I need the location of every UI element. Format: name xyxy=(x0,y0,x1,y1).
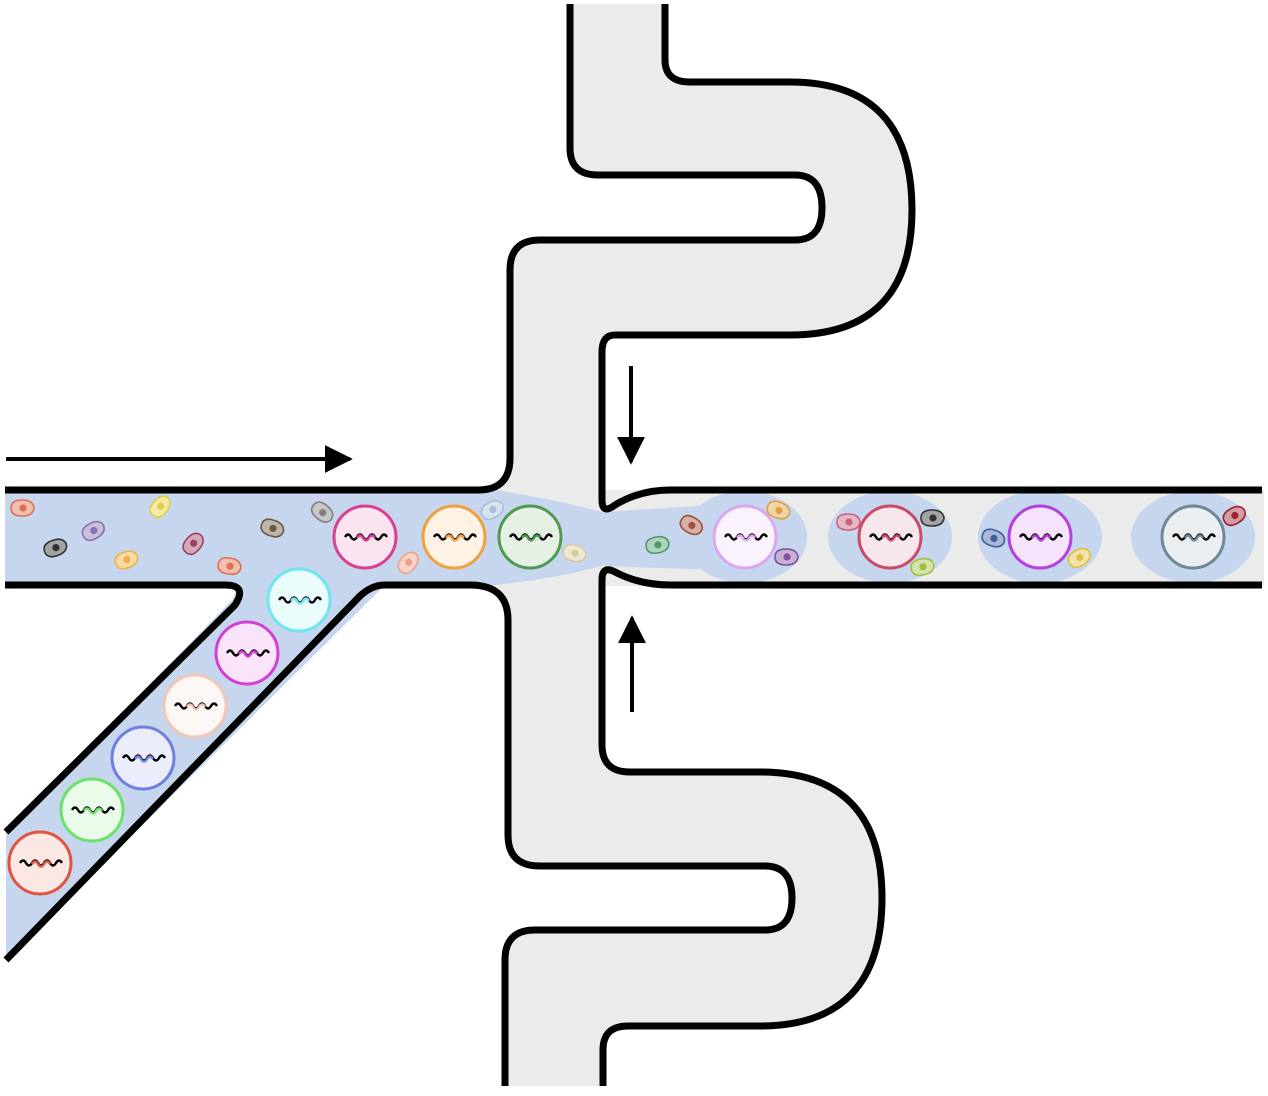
beads-layer xyxy=(7,504,1226,896)
cell-21 xyxy=(1067,547,1091,569)
inlet-bead-4-shell xyxy=(162,673,228,739)
droplet-bead-4-barcode-color xyxy=(1183,534,1205,542)
inlet-bead-1-barcode-color xyxy=(30,860,52,868)
inlet-bead-2 xyxy=(59,777,125,843)
cell-6-nucleus xyxy=(190,539,198,547)
cell-16 xyxy=(774,548,799,566)
junction-bead-1-shell xyxy=(332,504,398,570)
wall-oil-bottom-right xyxy=(598,566,1262,1086)
cell-17 xyxy=(836,513,861,531)
cell-19-nucleus xyxy=(919,563,927,571)
droplet-bead-2-barcode-color xyxy=(880,534,902,542)
cell-4 xyxy=(149,495,171,519)
droplet-bead-3-barcode-color xyxy=(1030,534,1052,542)
cell-13 xyxy=(645,535,670,555)
droplet-bead-1 xyxy=(712,504,778,570)
cell-10-nucleus xyxy=(405,558,413,566)
wall-inlet-top xyxy=(5,4,826,494)
cell-18-nucleus xyxy=(929,514,937,522)
inlet-bead-1 xyxy=(7,830,73,896)
cell-1-nucleus xyxy=(19,504,27,512)
cell-21-nucleus xyxy=(1076,553,1084,562)
cell-5 xyxy=(114,550,139,570)
junction-bead-2-shell xyxy=(421,504,487,570)
oil-channel-bottom xyxy=(465,565,882,1086)
oil-channel-top xyxy=(480,4,912,510)
channel-walls xyxy=(3,4,1262,1086)
cell-6 xyxy=(182,532,204,556)
cell-1 xyxy=(10,499,35,517)
cell-3 xyxy=(81,520,105,542)
droplet-bead-4-shell xyxy=(1160,504,1226,570)
inlet-bead-5 xyxy=(214,620,280,686)
inlet-bead-2-barcode-color xyxy=(82,807,104,815)
cell-15 xyxy=(766,500,791,520)
cell-19 xyxy=(910,557,935,577)
cell-22 xyxy=(1222,505,1246,527)
inlet-bead-5-barcode-color xyxy=(237,650,259,658)
cell-14-nucleus xyxy=(688,521,696,530)
cell-2 xyxy=(43,538,68,558)
inlet-bead-3 xyxy=(110,725,176,791)
inlet-bead-6-shell xyxy=(266,567,332,633)
junction-bead-3-barcode-color xyxy=(520,534,542,542)
wall-oil-top-right xyxy=(598,4,1262,513)
cell-5-nucleus xyxy=(123,556,131,564)
cell-7-nucleus xyxy=(226,562,234,570)
junction-bead-3 xyxy=(497,504,563,570)
inlet-bead-4 xyxy=(162,673,228,739)
cell-20 xyxy=(981,528,1006,548)
junction-bead-2 xyxy=(421,504,487,570)
junction-bead-1-barcode-color xyxy=(355,534,377,542)
cell-2-nucleus xyxy=(52,544,60,552)
cell-11 xyxy=(480,499,504,521)
cell-15-nucleus xyxy=(775,506,783,514)
cell-17-nucleus xyxy=(845,518,853,526)
cells-layer xyxy=(10,495,1246,577)
flow-arrows xyxy=(6,366,646,712)
cell-13-nucleus xyxy=(654,541,662,549)
cell-10 xyxy=(397,551,419,575)
cell-7 xyxy=(217,556,242,576)
wall-inlet-divider xyxy=(3,581,244,835)
cell-4-nucleus xyxy=(157,502,165,510)
inlet-bead-5-shell xyxy=(214,620,280,686)
droplet-bead-3-shell xyxy=(1007,504,1073,570)
cell-16-nucleus xyxy=(783,553,791,561)
cell-8-nucleus xyxy=(269,524,277,532)
cell-11-nucleus xyxy=(489,505,497,514)
droplet-bead-4 xyxy=(1160,504,1226,570)
inlet-bead-6 xyxy=(266,567,332,633)
inlet-bead-4-barcode-color xyxy=(185,703,207,711)
cell-12 xyxy=(562,543,587,563)
droplet-bead-2 xyxy=(857,504,923,570)
junction-bead-1 xyxy=(332,504,398,570)
droplet-bead-2-shell xyxy=(857,504,923,570)
wall-oil-bottom-left xyxy=(3,581,796,1086)
junction-bead-2-barcode-color xyxy=(444,534,466,542)
droplet-bead-1-shell xyxy=(712,504,778,570)
cell-9 xyxy=(310,501,334,523)
cell-9-nucleus xyxy=(319,509,327,517)
cell-20-nucleus xyxy=(990,534,998,542)
cell-8 xyxy=(260,518,285,538)
cell-14 xyxy=(679,514,703,536)
droplet-bead-3 xyxy=(1007,504,1073,570)
cell-18 xyxy=(920,509,945,527)
inlet-bead-3-barcode-color xyxy=(133,755,155,763)
droplet-bead-1-barcode-color xyxy=(735,534,757,542)
inlet-bead-2-shell xyxy=(59,777,125,843)
inlet-bead-1-shell xyxy=(7,830,73,896)
cell-3-nucleus xyxy=(90,526,98,535)
inlet-bead-6-barcode-color xyxy=(289,597,311,605)
cell-22-nucleus xyxy=(1231,511,1239,520)
junction-bead-3-shell xyxy=(497,504,563,570)
inlet-bead-3-shell xyxy=(110,725,176,791)
cell-12-nucleus xyxy=(571,549,579,557)
